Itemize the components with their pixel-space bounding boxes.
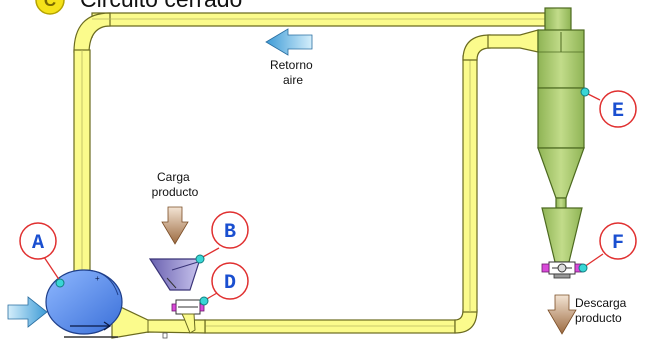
centrifugal-fan: + [45,269,123,338]
point-a-marker: A [19,222,65,288]
return-air-label: Retorno aire [270,58,316,87]
title-badge-letter: C [44,0,56,10]
cyclone-neck [555,197,567,209]
duct-bottom [204,319,456,334]
title-text: Circuito cerrado [80,0,242,12]
point-e-marker: E [580,87,637,128]
point-f-label: F [612,232,624,255]
return-air-arrow-icon [265,28,313,56]
feed-rotary-valve [171,299,205,334]
product-discharge-arrow-icon [547,294,577,335]
duct-top [91,12,546,39]
cyclone-separator [537,7,585,263]
point-e-label: E [612,100,624,123]
point-b-marker: B [195,211,249,264]
cyclone-inlet-duct [487,29,539,53]
cyclone-barrel [537,87,585,149]
duct-bottom-right-elbow [454,309,478,334]
point-f-marker: F [578,222,637,273]
point-a-label: A [32,232,44,255]
product-discharge-label: Descarga producto [575,296,630,325]
cyclone-rotary-valve [541,261,583,279]
point-b-label: B [224,221,236,244]
inlet-air-arrow-icon [7,296,48,328]
product-load-label: Carga producto [152,170,199,199]
point-d-marker: D [199,262,249,306]
cyclone-collector-cone [541,207,583,263]
cyclone-vortex-finder [544,7,572,33]
feed-hopper [148,258,201,291]
duct-sample-port [162,332,168,339]
diagram-title: C Circuito cerrado [35,0,242,15]
svg-text:+: + [95,274,100,283]
title-badge [35,0,65,15]
duct-loop [73,12,546,339]
cyclone-cone [537,147,585,199]
duct-right-top-elbow [462,34,491,61]
point-d-label: D [224,272,236,295]
product-load-arrow-icon [161,206,189,245]
duct-top-left-elbow [73,12,111,53]
